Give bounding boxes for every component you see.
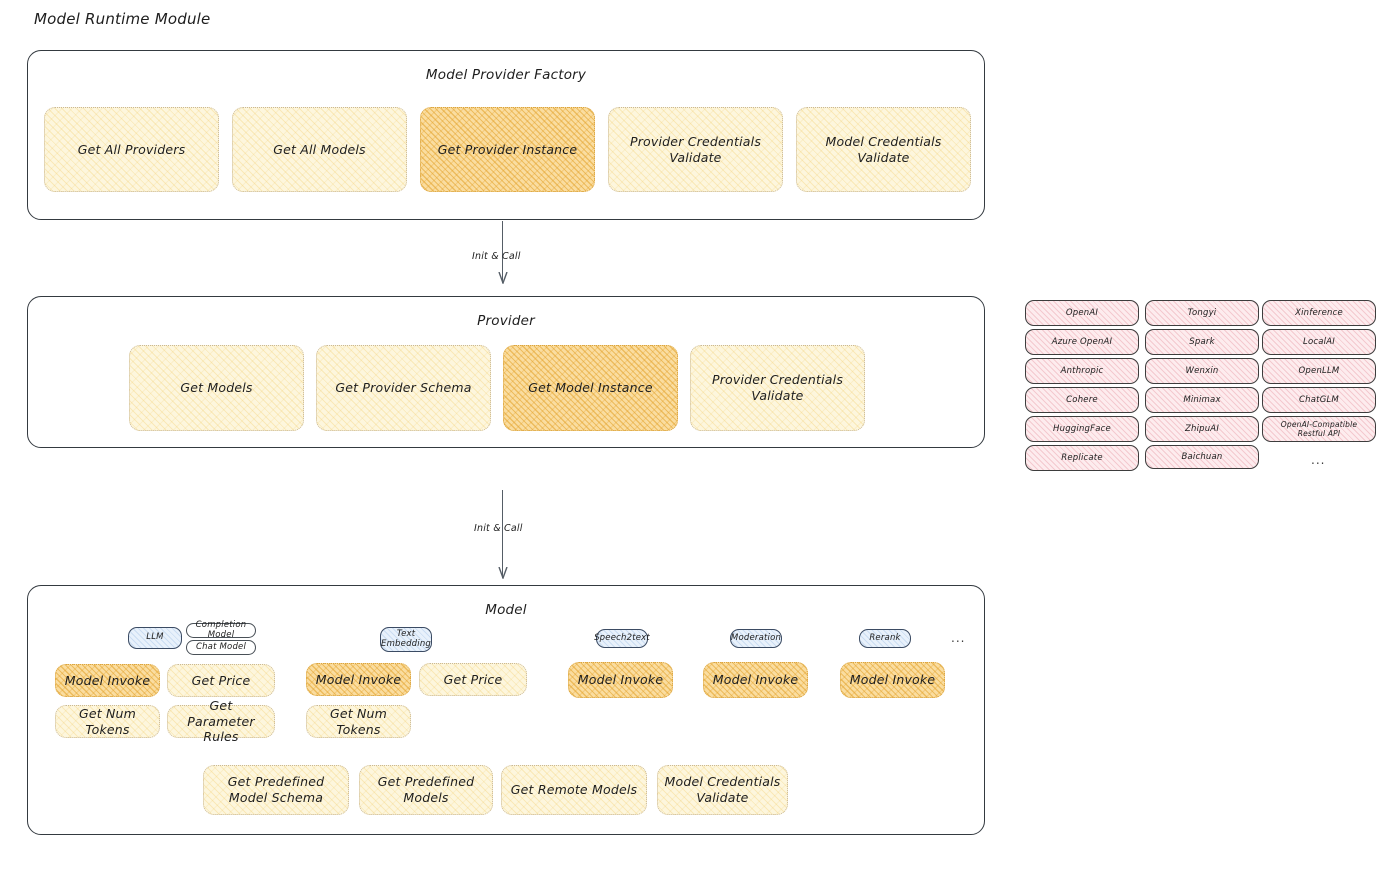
provider-chip-openai-compatible-restful-api[interactable]: OpenAI-Compatible Restful API bbox=[1262, 416, 1376, 442]
chip-provider-credentials-validate[interactable]: Provider Credentials Validate bbox=[690, 345, 865, 431]
provider-chip-zhipuai[interactable]: ZhipuAI bbox=[1145, 416, 1259, 442]
panel-title-factory: Model Provider Factory bbox=[425, 67, 587, 83]
provider-chip-tongyi[interactable]: Tongyi bbox=[1145, 300, 1259, 326]
chip-embedding-get-price[interactable]: Get Price bbox=[419, 663, 527, 696]
chip-moderation-model-invoke[interactable]: Model Invoke bbox=[703, 662, 808, 698]
provider-chip-wenxin[interactable]: Wenxin bbox=[1145, 358, 1259, 384]
pill-llm[interactable]: LLM bbox=[128, 627, 182, 649]
arrow-shaft bbox=[502, 221, 504, 283]
arrow-head-icon bbox=[497, 567, 508, 579]
provider-chip-cohere[interactable]: Cohere bbox=[1025, 387, 1139, 413]
provider-chip-azure-openai[interactable]: Azure OpenAI bbox=[1025, 329, 1139, 355]
chip-provider-credentials-validate-factory[interactable]: Provider Credentials Validate bbox=[608, 107, 783, 192]
provider-chip-xinference[interactable]: Xinference bbox=[1262, 300, 1376, 326]
panel-title-provider: Provider bbox=[477, 313, 535, 329]
provider-list-ellipsis: ... bbox=[1311, 453, 1326, 467]
provider-chip-minimax[interactable]: Minimax bbox=[1145, 387, 1259, 413]
provider-chip-openai[interactable]: OpenAI bbox=[1025, 300, 1139, 326]
page-title: Model Runtime Module bbox=[34, 10, 211, 28]
arrow-label-init-call-2: Init & Call bbox=[474, 523, 523, 534]
provider-chip-baichuan[interactable]: Baichuan bbox=[1145, 445, 1259, 469]
model-types-more-ellipsis: ... bbox=[951, 631, 966, 645]
chip-llm-get-parameter-rules[interactable]: Get Parameter Rules bbox=[167, 698, 275, 744]
chip-get-remote-models[interactable]: Get Remote Models bbox=[501, 765, 647, 815]
chip-llm-get-price[interactable]: Get Price bbox=[167, 664, 275, 697]
chip-get-models[interactable]: Get Models bbox=[129, 345, 304, 431]
chip-model-credentials-validate[interactable]: Model Credentials Validate bbox=[657, 765, 788, 815]
panel-title-model: Model bbox=[485, 602, 527, 618]
pill-chat-model[interactable]: Chat Model bbox=[186, 640, 256, 655]
arrow-shaft bbox=[502, 490, 504, 578]
arrow-label-init-call-1: Init & Call bbox=[472, 251, 521, 262]
chip-embedding-get-num-tokens[interactable]: Get Num Tokens bbox=[306, 705, 411, 738]
pill-speech2text[interactable]: Speech2text bbox=[594, 629, 650, 648]
provider-chip-anthropic[interactable]: Anthropic bbox=[1025, 358, 1139, 384]
chip-llm-model-invoke[interactable]: Model Invoke bbox=[55, 664, 160, 697]
pill-completion-model[interactable]: Completion Model bbox=[186, 620, 256, 639]
pill-text-embedding[interactable]: Text Embedding bbox=[380, 627, 432, 652]
chip-speech2text-model-invoke[interactable]: Model Invoke bbox=[568, 662, 673, 698]
pill-rerank[interactable]: Rerank bbox=[859, 629, 911, 648]
chip-get-model-instance[interactable]: Get Model Instance bbox=[503, 345, 678, 431]
chip-model-credentials-validate-factory[interactable]: Model Credentials Validate bbox=[796, 107, 971, 192]
arrow-head-icon bbox=[497, 272, 508, 284]
provider-chip-localai[interactable]: LocalAI bbox=[1262, 329, 1376, 355]
chip-get-provider-schema[interactable]: Get Provider Schema bbox=[316, 345, 491, 431]
chip-rerank-model-invoke[interactable]: Model Invoke bbox=[840, 662, 945, 698]
chip-get-provider-instance[interactable]: Get Provider Instance bbox=[420, 107, 595, 192]
provider-chip-openllm[interactable]: OpenLLM bbox=[1262, 358, 1376, 384]
chip-get-predefined-model-schema[interactable]: Get Predefined Model Schema bbox=[203, 765, 349, 815]
chip-get-predefined-models[interactable]: Get Predefined Models bbox=[359, 765, 493, 815]
provider-chip-replicate[interactable]: Replicate bbox=[1025, 445, 1139, 471]
chip-get-all-providers[interactable]: Get All Providers bbox=[44, 107, 219, 192]
chip-embedding-model-invoke[interactable]: Model Invoke bbox=[306, 663, 411, 696]
provider-chip-spark[interactable]: Spark bbox=[1145, 329, 1259, 355]
chip-get-all-models[interactable]: Get All Models bbox=[232, 107, 407, 192]
provider-chip-chatglm[interactable]: ChatGLM bbox=[1262, 387, 1376, 413]
pill-moderation[interactable]: Moderation bbox=[730, 629, 782, 648]
provider-chip-huggingface[interactable]: HuggingFace bbox=[1025, 416, 1139, 442]
chip-llm-get-num-tokens[interactable]: Get Num Tokens bbox=[55, 705, 160, 738]
